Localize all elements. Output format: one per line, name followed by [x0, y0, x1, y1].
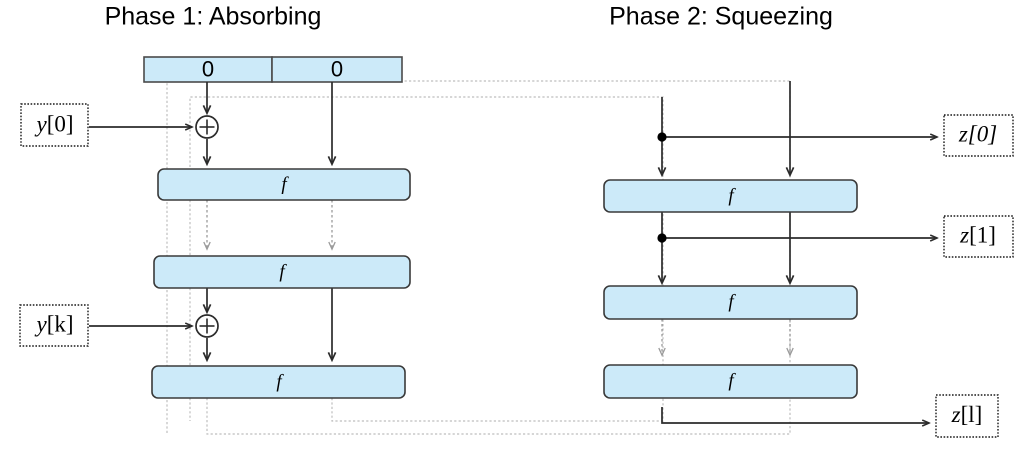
output-index-0: [0] [968, 122, 997, 147]
state-cell-right-value: 0 [331, 56, 343, 81]
f-block-label: f [276, 371, 284, 392]
f-block-label: f [279, 261, 287, 282]
output-box-rect[interactable] [935, 394, 999, 438]
input-box-label: y[0] [34, 112, 73, 137]
squeezing-permutation-2: f [603, 285, 858, 320]
output-box-label: z[1] [959, 223, 996, 248]
output-box-label: z[0] [958, 122, 997, 147]
output-index-1: [1] [969, 223, 996, 248]
input-box-label: y[k] [34, 312, 73, 337]
f-block-label: f [728, 370, 736, 391]
squeezing-permutation-3: f [603, 364, 858, 399]
wire-f6-to-zl [661, 407, 929, 423]
output-box-rect[interactable] [943, 114, 1014, 157]
f-block-rect [603, 179, 858, 213]
input-index-0: [0] [47, 112, 74, 137]
input-var-y: y [34, 312, 47, 337]
input-box-rect[interactable] [20, 103, 89, 147]
feedback-route-inner [189, 96, 664, 422]
output-box-z1[interactable]: z[1] [943, 215, 1014, 258]
input-box-y0[interactable]: y[0] [20, 103, 89, 147]
f-block-rect [603, 285, 858, 320]
absorbing-permutation-3: f [151, 365, 406, 399]
output-box-z0[interactable]: z[0] [943, 114, 1014, 157]
f-block-rect [603, 364, 858, 399]
f-block-label: f [281, 174, 289, 195]
output-var-z: z [951, 402, 961, 427]
output-var-z: z [959, 223, 969, 248]
absorbing-permutation-1: f [157, 168, 411, 201]
state-cell-left [143, 56, 273, 83]
xor-node-1 [195, 115, 219, 139]
f-block-rect [157, 168, 411, 201]
f-block-label: f [728, 291, 736, 312]
xor-node-2 [195, 314, 219, 338]
input-box-yk[interactable]: y[k] [19, 304, 89, 347]
output-var-z: z [958, 122, 968, 147]
output-index-l: [l] [961, 402, 983, 427]
output-box-rect[interactable] [943, 215, 1014, 258]
f-block-rect [151, 365, 406, 399]
squeezing-permutation-1: f [603, 179, 858, 213]
input-box-rect[interactable] [19, 304, 89, 347]
f-block-rect [153, 255, 411, 289]
initial-state-bar: 0 0 [143, 56, 403, 83]
phase1-title: Phase 1: Absorbing [105, 3, 322, 31]
output-box-label: z[l] [951, 402, 983, 427]
branch-dot-z1 [657, 233, 667, 243]
f-block-label: f [728, 185, 736, 206]
input-var-y: y [34, 112, 47, 137]
absorbing-permutation-2: f [153, 255, 411, 289]
state-cell-left-value: 0 [202, 56, 214, 81]
output-box-zl[interactable]: z[l] [935, 394, 999, 438]
input-index-k: [k] [47, 312, 74, 337]
branch-dot-z0 [657, 132, 667, 142]
phase2-title: Phase 2: Squeezing [609, 3, 833, 31]
state-cell-right [271, 56, 403, 83]
